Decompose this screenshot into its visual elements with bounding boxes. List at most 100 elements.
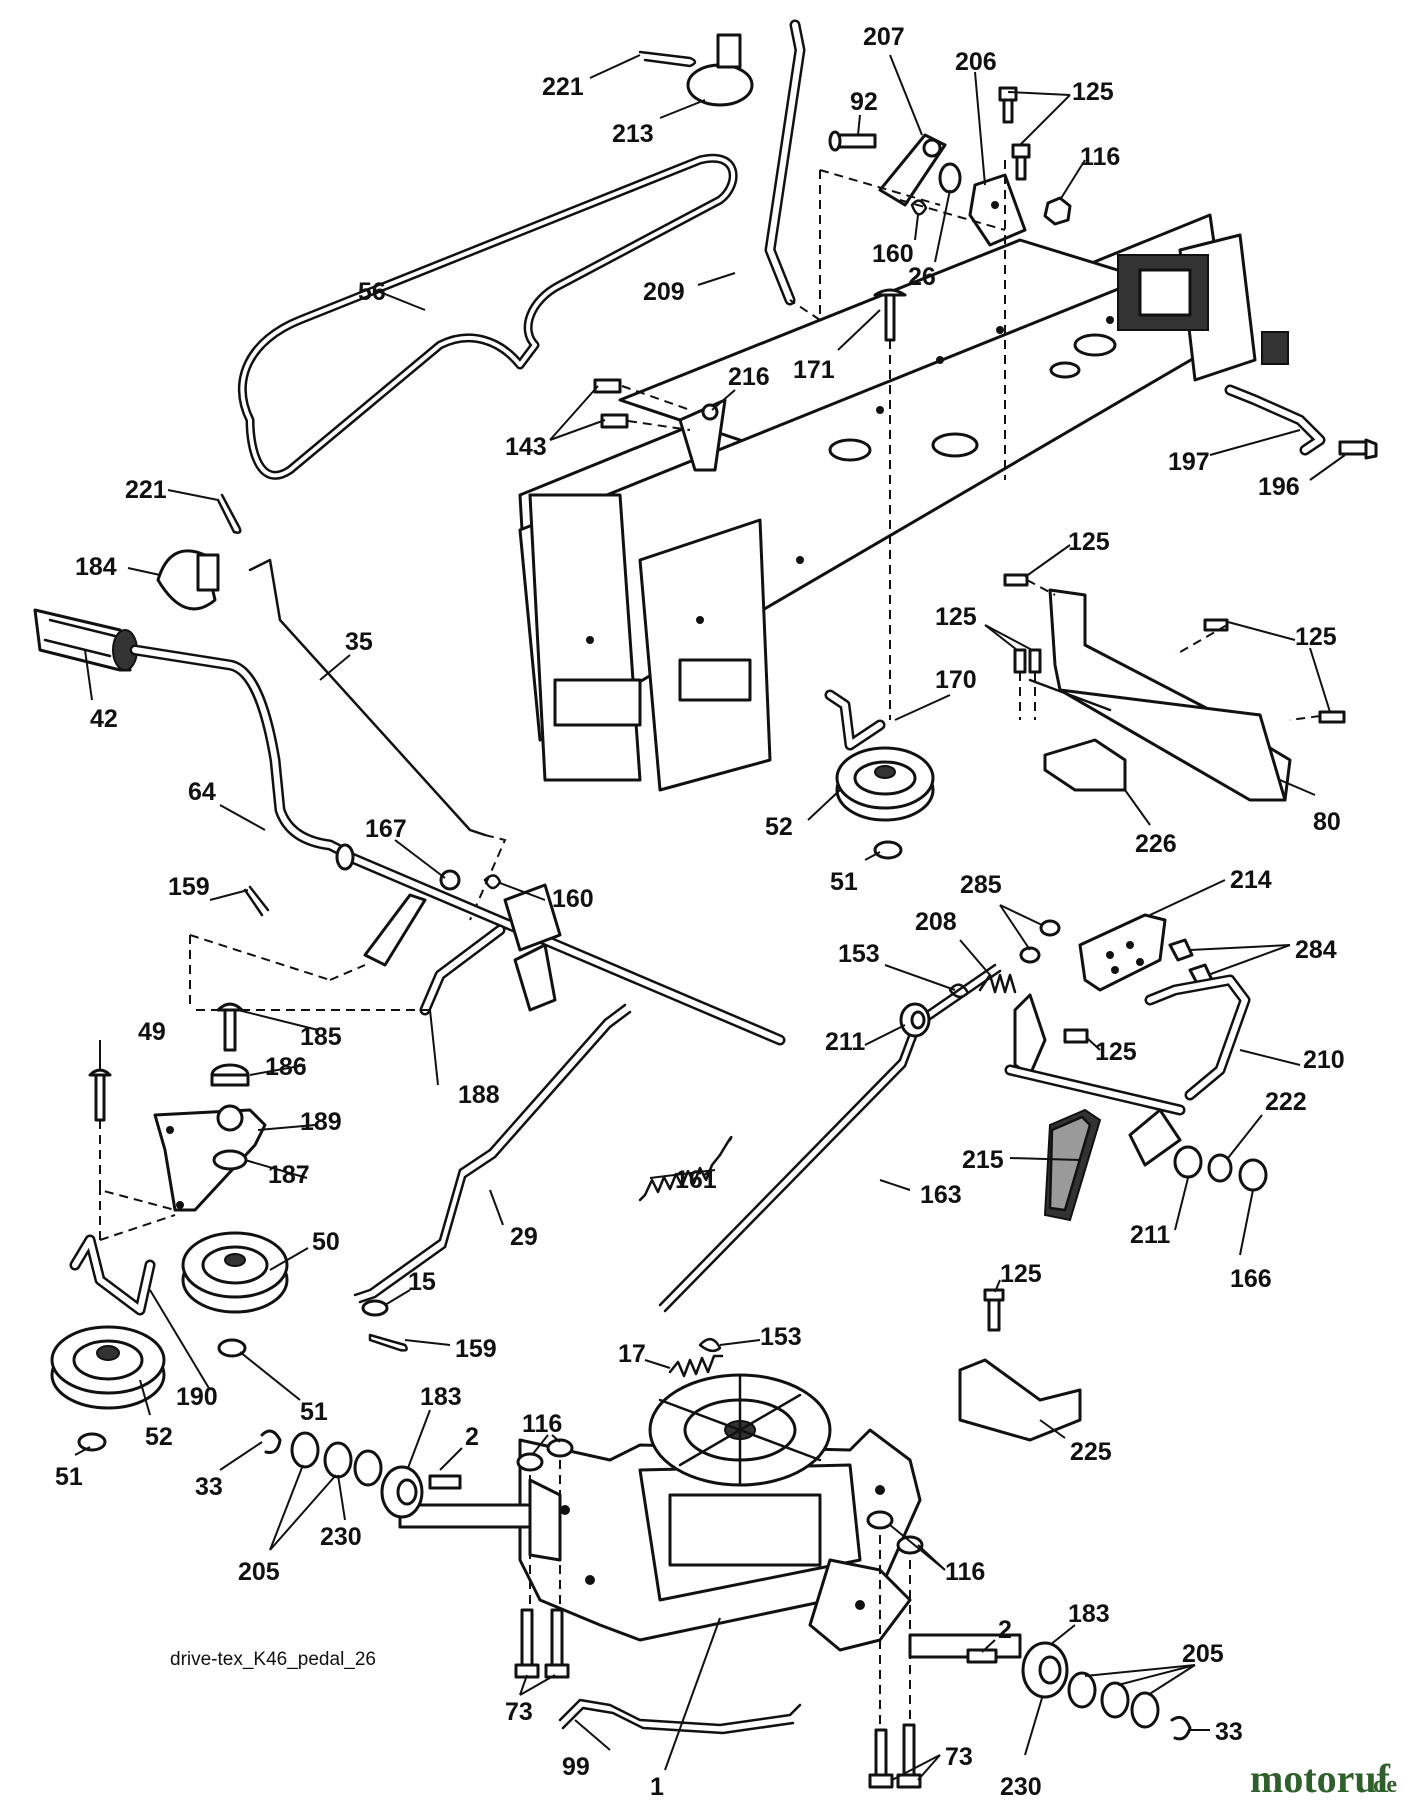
pulley-52-center (835, 746, 935, 822)
lever-207 (878, 133, 947, 207)
bolts-73-right (868, 1723, 922, 1789)
callout-183-b: 183 (1068, 1600, 1110, 1628)
rod-99 (558, 1698, 802, 1735)
pulley-52-left (50, 1325, 166, 1410)
pedal-shaft (1004, 1064, 1186, 1116)
watermark-logo: motoruf .de (1250, 1756, 1397, 1800)
callout-206: 206 (955, 48, 997, 76)
knob-213 (686, 33, 754, 107)
callout-221: 221 (542, 73, 584, 101)
clip-221-left (216, 493, 242, 534)
callout-51-c: 51 (55, 1463, 83, 1491)
bolt-125-top (998, 86, 1031, 181)
callout-153-b: 153 (760, 1323, 802, 1351)
spring-17 (668, 1354, 724, 1378)
callout-92: 92 (850, 88, 878, 116)
axle-stack-right (966, 1641, 1192, 1741)
washer-187 (212, 1149, 248, 1171)
bracket-226 (1043, 738, 1127, 792)
spring-161 (638, 1135, 733, 1202)
rod-163 (658, 963, 1002, 1313)
callout-209: 209 (643, 278, 685, 306)
callout-187: 187 (268, 1161, 310, 1189)
callout-170: 170 (935, 666, 977, 694)
callout-205-b: 205 (1182, 1640, 1224, 1668)
bracket-206 (968, 173, 1027, 247)
callout-2-b: 2 (998, 1616, 1012, 1644)
bolts-73-left (514, 1608, 570, 1679)
callout-49: 49 (138, 1018, 166, 1046)
leader-lines (74, 54, 1346, 1781)
pulley-50 (181, 1231, 289, 1314)
bolts-143 (593, 378, 629, 429)
callout-15: 15 (408, 1268, 436, 1296)
pedal-bracket (503, 883, 562, 1012)
callout-285: 285 (960, 871, 1002, 899)
bolts-125-shield (1003, 573, 1346, 724)
callout-171: 171 (793, 356, 835, 384)
callout-56: 56 (358, 278, 386, 306)
callout-215: 215 (962, 1146, 1004, 1174)
clip-153-bottom (698, 1338, 722, 1353)
pin-92 (828, 130, 877, 152)
spring-170 (824, 689, 886, 751)
clip-160-left (483, 874, 502, 890)
callout-2: 2 (465, 1423, 479, 1451)
callout-205: 205 (238, 1558, 280, 1586)
nut-51-mid (217, 1338, 247, 1358)
bushing-186 (210, 1063, 250, 1087)
callout-222: 222 (1265, 1088, 1307, 1116)
callout-189: 189 (300, 1108, 342, 1136)
callout-226: 226 (1135, 830, 1177, 858)
callout-188: 188 (458, 1081, 500, 1109)
callout-80: 80 (1313, 808, 1341, 836)
clip-153-top (948, 983, 970, 999)
callout-116: 116 (1080, 143, 1120, 171)
callout-185: 185 (300, 1023, 342, 1051)
pedal-arm-210 (1128, 974, 1251, 1167)
axle-stack-left (260, 1429, 462, 1519)
callout-125-b: 125 (1068, 528, 1110, 556)
callout-116-b: 116 (522, 1410, 562, 1438)
drive-belt (237, 153, 738, 480)
callout-214: 214 (1230, 866, 1272, 894)
callout-210: 210 (1303, 1046, 1345, 1074)
callout-73: 73 (505, 1698, 533, 1726)
callout-116-c: 116 (945, 1558, 985, 1586)
callout-125-e: 125 (1095, 1038, 1137, 1066)
diagram-caption: drive-tex_K46_pedal_26 (170, 1649, 376, 1670)
callout-213: 213 (612, 120, 654, 148)
callout-190: 190 (176, 1383, 218, 1411)
callout-99: 99 (562, 1753, 590, 1781)
callout-167: 167 (365, 815, 407, 843)
callout-197: 197 (1168, 448, 1210, 476)
pivot-bracket (1013, 993, 1047, 1077)
callout-160-b: 160 (552, 885, 594, 913)
callout-33: 33 (195, 1473, 223, 1501)
callout-159-b: 159 (455, 1335, 497, 1363)
pedal-pad-214 (1078, 913, 1167, 992)
callout-125-d: 125 (1295, 623, 1337, 651)
callout-284: 284 (1295, 936, 1337, 964)
callout-159: 159 (168, 873, 210, 901)
clips-284 (1168, 938, 1214, 987)
grip-42 (33, 608, 138, 672)
shaft-64 (129, 644, 786, 1046)
bracket-225 (958, 1358, 1082, 1442)
callout-64: 64 (188, 778, 216, 806)
callout-208: 208 (915, 908, 957, 936)
nut-51-left (77, 1432, 107, 1452)
cotter-pin-159-bottom (368, 1333, 408, 1352)
spring-208 (978, 973, 1017, 994)
knob-184 (156, 549, 220, 611)
callout-184: 184 (75, 553, 117, 581)
callout-230-b: 230 (1000, 1773, 1042, 1800)
watermark-suffix: .de (1367, 1772, 1397, 1798)
nuts-116-bottom (516, 1438, 924, 1555)
callout-125-c: 125 (935, 603, 977, 631)
callout-211-b: 211 (1130, 1221, 1170, 1249)
callout-73-b: 73 (945, 1743, 973, 1771)
washer-15 (361, 1299, 389, 1317)
callout-225: 225 (1070, 1438, 1112, 1466)
